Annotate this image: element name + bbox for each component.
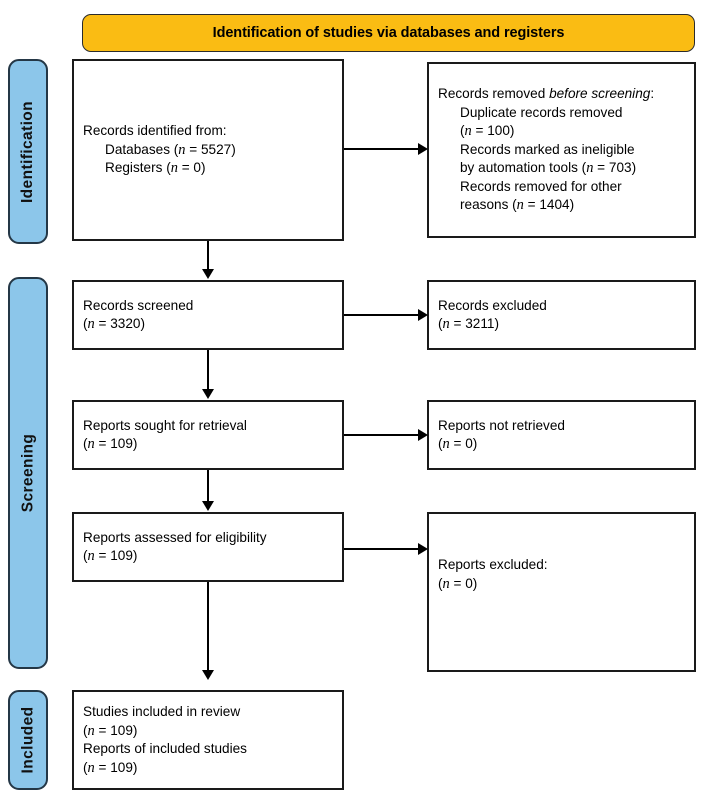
box-records-identified: Records identified from: Databases (n = … (72, 59, 344, 241)
reports-assessed-title: Reports assessed for eligibility (83, 529, 267, 545)
stage-tab-screening: Screening (8, 277, 48, 669)
studies-included-count: (n = 109) (83, 722, 138, 739)
stage-tab-identification-label: Identification (19, 100, 37, 203)
arrowhead-identified-to-screened (201, 269, 214, 279)
stage-tab-included-label: Included (19, 706, 36, 774)
box-reports-not-retrieved: Reports not retrieved (n = 0) (427, 400, 696, 470)
connector-assessed-to-reports-excluded (344, 548, 422, 551)
diagram-header-title: Identification of studies via databases … (212, 25, 565, 41)
arrowhead-assessed-to-reports-excluded (418, 542, 428, 555)
arrowhead-screened-to-sought (201, 389, 214, 399)
records-identified-title: Records identified from: (83, 123, 227, 139)
records-removed-other: Records removed for other (460, 178, 622, 194)
reports-assessed-count: (n = 109) (83, 548, 138, 564)
connector-assessed-to-included (207, 582, 210, 672)
reports-not-retrieved-title: Reports not retrieved (438, 417, 565, 433)
box-records-screened: Records screened (n = 3320) (72, 280, 344, 350)
records-removed-other-count: reasons (n = 1404) (460, 197, 575, 214)
records-removed-automation-count: by automation tools (n = 703) (460, 160, 637, 177)
arrowhead-screened-to-excluded (418, 308, 428, 321)
diagram-header-banner: Identification of studies via databases … (82, 14, 695, 52)
reports-excluded-count: (n = 0) (438, 575, 478, 592)
reports-sought-count: (n = 109) (83, 436, 138, 452)
reports-included-title: Reports of included studies (83, 741, 247, 756)
records-removed-title: Records removed before screening: (438, 86, 655, 102)
connector-screened-to-sought (207, 350, 210, 390)
records-screened-title: Records screened (83, 297, 194, 313)
stage-tab-included: Included (8, 690, 48, 790)
connector-identified-to-removed (344, 148, 422, 151)
arrowhead-assessed-to-included (201, 670, 214, 680)
reports-not-retrieved-count: (n = 0) (438, 436, 478, 452)
reports-excluded-title: Reports excluded: (438, 557, 548, 572)
connector-identified-to-screened (207, 241, 210, 271)
studies-included-title: Studies included in review (83, 704, 241, 719)
box-reports-excluded: Reports excluded: (n = 0) (427, 512, 696, 672)
box-records-excluded: Records excluded (n = 3211) (427, 280, 696, 350)
box-records-removed: Records removed before screening: Duplic… (427, 62, 696, 238)
records-excluded-title: Records excluded (438, 297, 547, 313)
box-studies-included: Studies included in review (n = 109) Rep… (72, 690, 344, 790)
stage-tab-screening-label: Screening (19, 433, 37, 513)
box-reports-sought: Reports sought for retrieval (n = 109) (72, 400, 344, 470)
reports-sought-title: Reports sought for retrieval (83, 417, 247, 433)
connector-sought-to-not-retrieved (344, 434, 422, 437)
records-removed-duplicates-count: (n = 100) (460, 123, 515, 140)
connector-screened-to-excluded (344, 314, 422, 317)
arrowhead-sought-to-assessed (201, 501, 214, 511)
records-identified-registers: Registers (n = 0) (105, 160, 206, 177)
records-screened-count: (n = 3320) (83, 316, 145, 332)
records-removed-duplicates: Duplicate records removed (460, 104, 623, 120)
arrowhead-sought-to-not-retrieved (418, 428, 428, 441)
connector-sought-to-assessed (207, 470, 210, 502)
records-removed-automation: Records marked as ineligible (460, 141, 635, 157)
records-excluded-count: (n = 3211) (438, 316, 499, 332)
stage-tab-identification: Identification (8, 59, 48, 244)
box-reports-assessed: Reports assessed for eligibility (n = 10… (72, 512, 344, 582)
records-identified-databases: Databases (n = 5527) (105, 141, 236, 158)
reports-included-count: (n = 109) (83, 759, 138, 776)
arrowhead-identified-to-removed (418, 142, 428, 155)
